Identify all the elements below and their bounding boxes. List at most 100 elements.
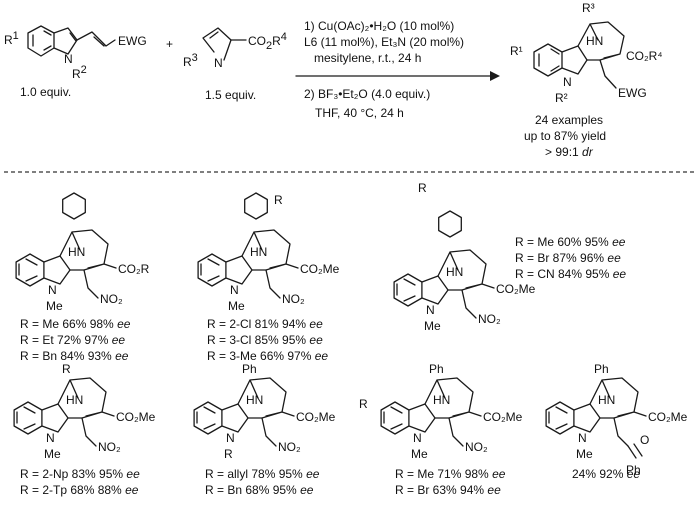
product-r3: R³ (582, 1, 595, 15)
indole-n-label: N (46, 431, 55, 445)
nitro-chain (261, 417, 277, 447)
pyrrole-ring (421, 275, 449, 305)
n-methyl-label: Me (46, 299, 63, 313)
product-benzene-ring (533, 43, 563, 77)
product-r2: R² (555, 91, 568, 105)
nitro-chain (448, 417, 464, 447)
n-methyl-label: Me (576, 447, 593, 461)
phenyl-ring (62, 192, 86, 220)
reaction-conditions: 1) Cu(OAc)₂•H₂O (10 mol%) L6 (11 mol%), … (295, 19, 500, 120)
result-line: R = Me 66% 98% ee (20, 317, 131, 331)
condition-step1-line1: 1) Cu(OAc)₂•H₂O (10 mol%) (304, 19, 454, 33)
plus-sign: + (166, 37, 173, 51)
benzene-ring (380, 401, 410, 435)
result-line: R = Bn 68% 95% ee (205, 483, 314, 497)
phenyl-label: Ph (594, 362, 609, 376)
reactant2-equiv: 1.5 equiv. (205, 88, 256, 102)
result-line: R = 3-Cl 85% 95% ee (207, 333, 323, 347)
hn-label: HN (598, 393, 615, 407)
result-line: R = 2-Cl 81% 94% ee (207, 317, 323, 331)
benzene-ring (193, 401, 223, 435)
ester-bond (103, 263, 117, 269)
aryl-ring (244, 192, 268, 220)
pyrrole-ring (43, 255, 71, 285)
aryl-ring (438, 210, 462, 238)
hn-label: HN (250, 245, 267, 259)
nitro-label: NO₂ (98, 440, 121, 454)
product-structure: R³ R¹ HN CO₂R⁴ N R² EWG (510, 1, 662, 105)
result-line: R = Me 60% 95% ee (515, 235, 626, 249)
hn-label: HN (66, 393, 83, 407)
ester-bond (633, 411, 647, 417)
result-line: R = Bn 84% 93% ee (20, 349, 129, 363)
indole-pyrrole-ring (53, 27, 78, 55)
benzene-ring (393, 273, 423, 307)
nitro-chain (461, 289, 477, 319)
indole-n-label: N (413, 431, 422, 445)
benzene-ring (197, 253, 227, 287)
indole-n-label: N (48, 283, 57, 297)
r2-label: R2 (72, 64, 87, 81)
product-r1: R¹ (510, 44, 523, 58)
hn-label: HN (246, 393, 263, 407)
ketone-phenyl-label: Ph (626, 463, 641, 477)
pyrrole-ring (225, 255, 253, 285)
nitro-label: NO₂ (100, 292, 123, 306)
ester-bond (281, 411, 295, 417)
result-line: R = Br 63% 94% ee (395, 483, 501, 497)
r3-label: R3 (183, 52, 198, 69)
result-line: R = Br 87% 96% ee (515, 251, 621, 265)
phenyl-label: Ph (242, 362, 257, 376)
nitro-chain (613, 417, 629, 447)
n-substituent-label: R (224, 447, 233, 461)
condition-step1-line3: mesitylene, r.t., 24 h (314, 51, 421, 65)
r4-ester-label: CO2R4 (248, 31, 287, 52)
result-line: R = 2-Tp 68% 88% ee (20, 483, 139, 497)
aromatic-substituent-label: R (359, 397, 368, 411)
vinyl-chain (76, 31, 116, 47)
nitro-chain (83, 269, 99, 299)
benzene-ring (545, 401, 575, 435)
product-n: N (563, 75, 572, 89)
reactant1-equiv: 1.0 equiv. (20, 85, 71, 99)
product-ewg: EWG (618, 86, 647, 100)
result-line: R = Et 72% 97% ee (20, 333, 125, 347)
indole-n-label: N (64, 52, 73, 66)
product-hn: HN (586, 34, 603, 48)
product-pyrrole-ring (561, 45, 588, 75)
nitro-label: NO₂ (282, 292, 305, 306)
result-line: R = CN 84% 95% ee (515, 267, 626, 281)
condition-step1-line2: L6 (11 mol%), Et₃N (20 mol%) (304, 35, 464, 49)
n-methyl-label: Me (228, 299, 245, 313)
ester-label: CO₂Me (296, 410, 336, 424)
ketone-o-label: O (640, 433, 649, 447)
reaction-arrow-head (490, 71, 500, 81)
ester-bond (481, 283, 495, 289)
indole-n-label: N (226, 431, 235, 445)
ester-bond (468, 411, 482, 417)
nitro-label: NO₂ (278, 440, 301, 454)
ester-label: CO₂Me (116, 410, 156, 424)
result-line: 24% 92% ee (572, 467, 640, 481)
summary-examples: 24 examples (535, 113, 603, 127)
benzene-ring (13, 401, 43, 435)
nitro-label: NO₂ (465, 440, 488, 454)
indole-n-label: N (230, 283, 239, 297)
result-line: R = Me 71% 98% ee (395, 467, 506, 481)
reactant-pyrroline: R3 N CO2R4 1.5 equiv. (183, 27, 287, 102)
ester-label: CO₂Me (496, 282, 536, 296)
product-ewg-chain (599, 59, 617, 89)
aryl-substituent-label: R (274, 193, 283, 207)
top-substituent-label: R (62, 362, 71, 376)
reaction-summary: 24 examples up to 87% yield > 99:1 dr (524, 113, 606, 159)
n-methyl-label: Me (411, 447, 428, 461)
ewg-label: EWG (118, 34, 147, 48)
n-methyl-label: Me (44, 447, 61, 461)
